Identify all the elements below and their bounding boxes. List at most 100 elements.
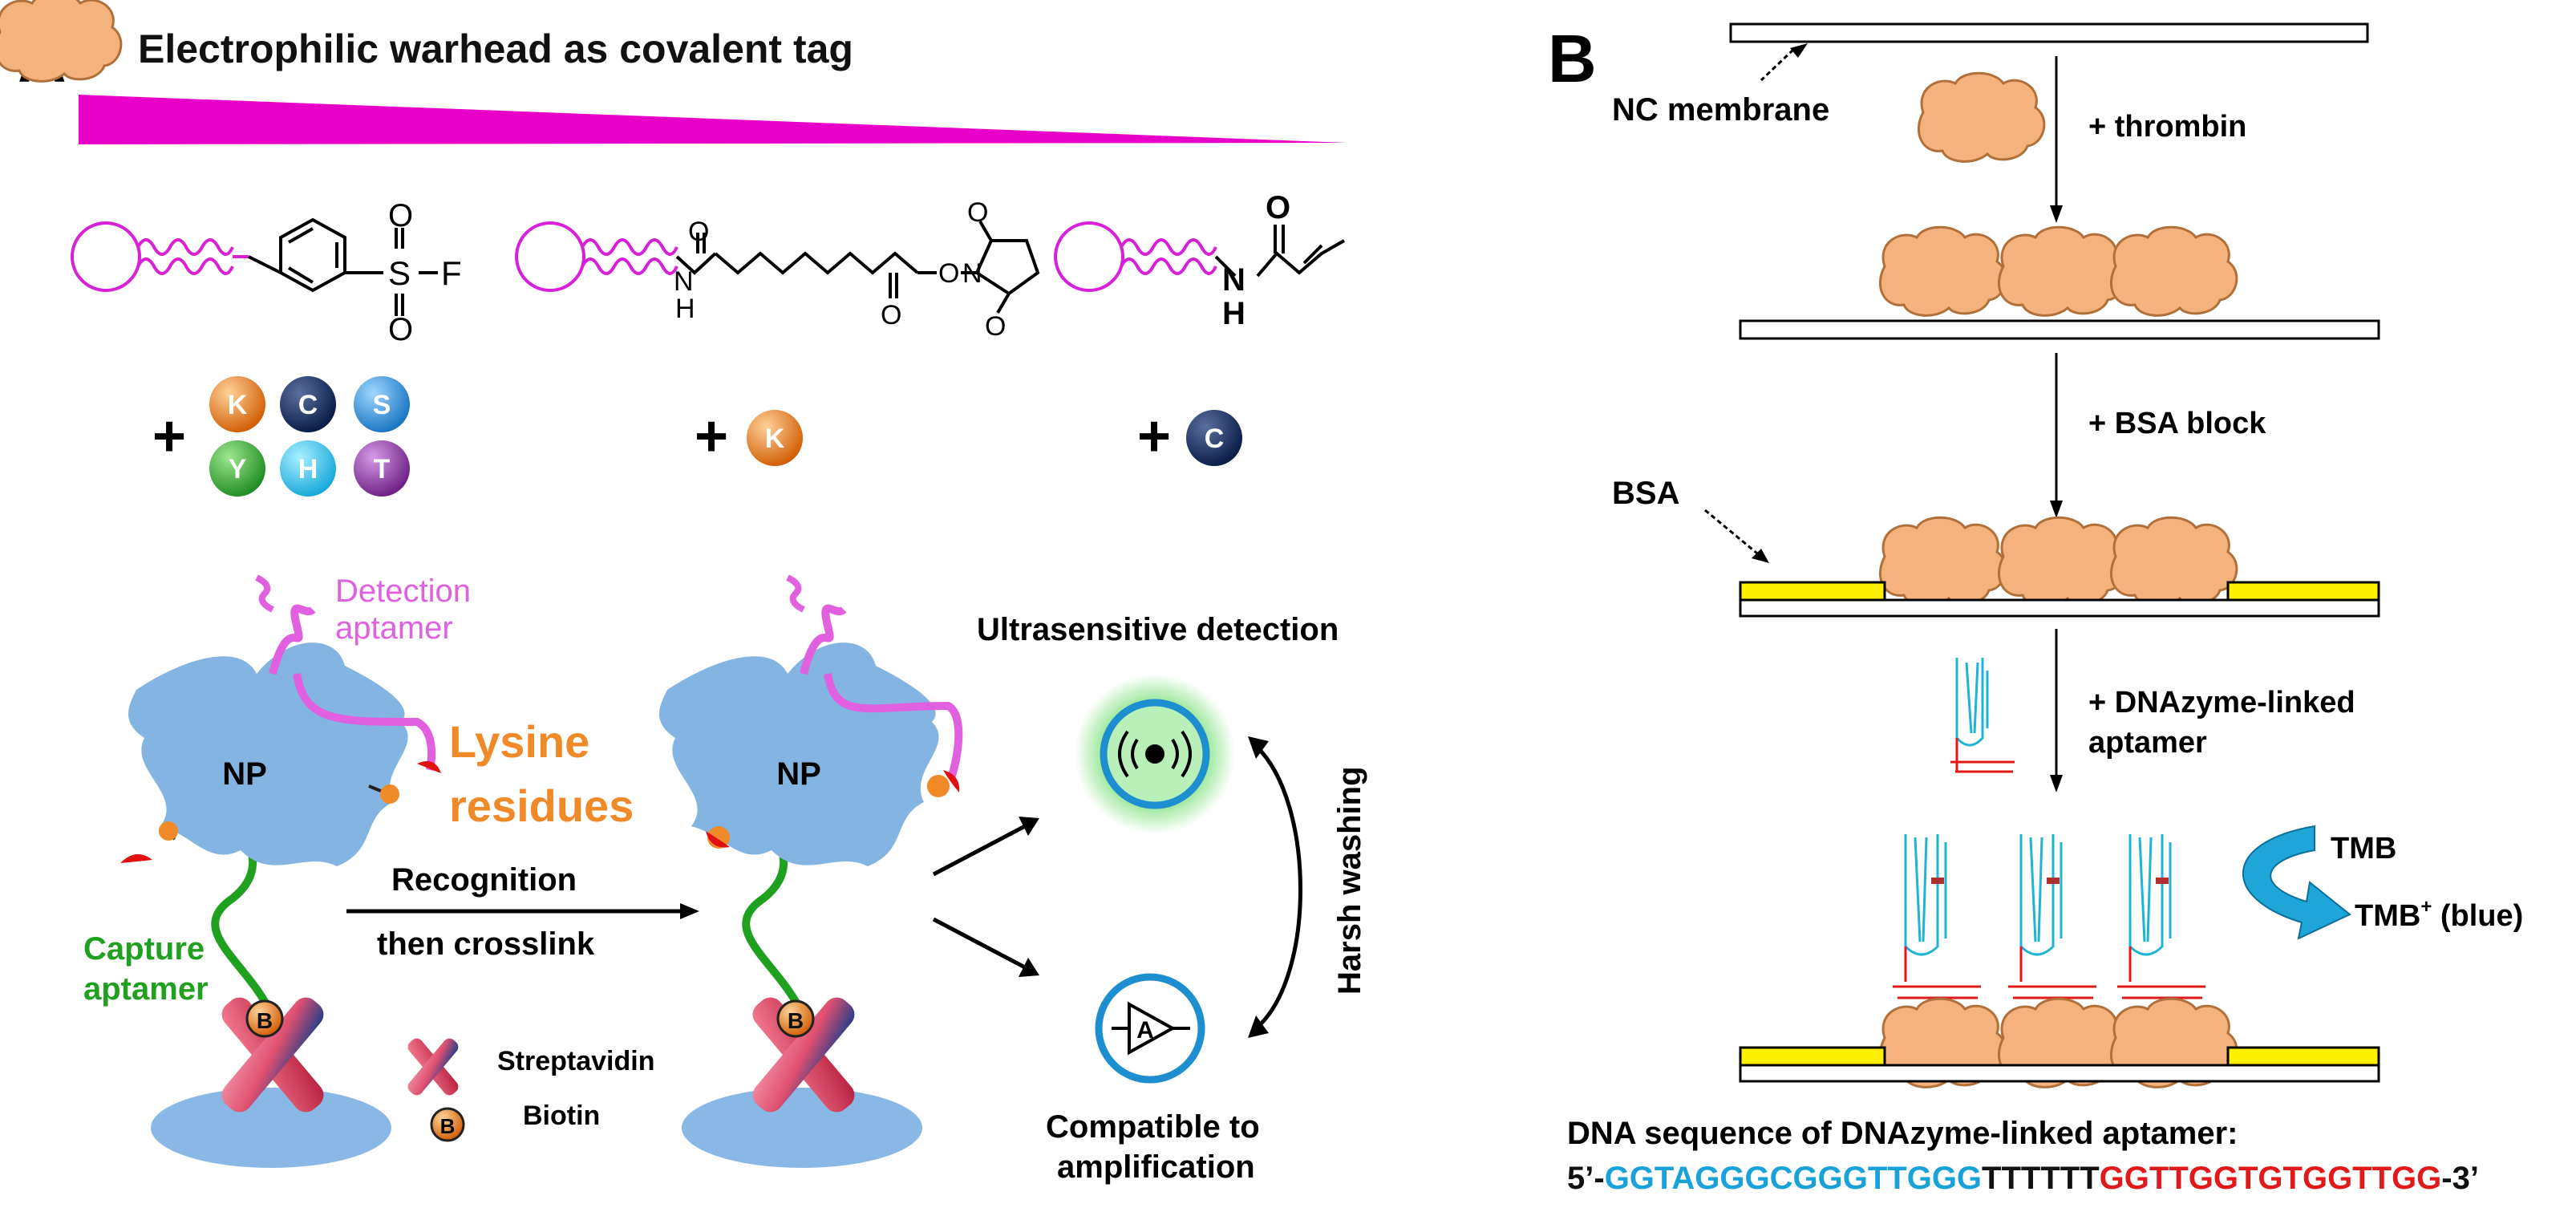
thrombin-icon [1997, 225, 2126, 317]
streptavidin-icon [752, 997, 855, 1113]
residue-letter: T [374, 454, 391, 484]
residue-letter: K [765, 424, 785, 454]
recognition-label: Recognition [391, 862, 577, 898]
streptavidin-legend-icon [407, 1038, 459, 1096]
residue-ball-y [209, 440, 265, 497]
benzene-ring-icon [248, 217, 438, 316]
crosslink-label: then crosslink [377, 926, 595, 962]
plus-sign: + [695, 404, 728, 468]
amplifier-icon: A [1095, 973, 1205, 1084]
warhead-icon [120, 853, 152, 863]
lysine-icon [159, 821, 178, 841]
legend: Streptavidin B Biotin [407, 1038, 654, 1142]
nc-membrane-label: NC membrane [1612, 92, 1829, 128]
reactivity-gradient-wedge [79, 95, 1347, 144]
nc-membrane-strip [1739, 598, 2380, 618]
warhead-sulfonyl-fluoride: S F O O + K C S Y H T [71, 198, 462, 497]
np-complex-before: B NP [120, 574, 441, 1168]
thrombin-icon [1917, 71, 2046, 163]
oxygen-atom-label: O [967, 197, 988, 228]
aptamer-hairpin-icon [1054, 221, 1217, 292]
step-thrombin-label: + thrombin [2088, 110, 2246, 144]
capture-aptamer-label: Capture [83, 931, 205, 967]
thrombin-icon [0, 0, 123, 83]
np-protein-shape [659, 642, 939, 866]
warhead-icon [417, 760, 441, 773]
branch-arrow-down [932, 917, 1027, 970]
warhead-nhs-ester: O N H O O N O O + K [515, 197, 1040, 468]
compatible-label: amplification [1057, 1149, 1255, 1185]
thrombin-icon [2109, 225, 2238, 317]
succinimide-ring [974, 239, 1040, 296]
np-label: NP [222, 756, 267, 792]
biotin-icon [776, 999, 815, 1038]
residue-letter: C [1205, 424, 1225, 454]
fluorine-atom-label: F [441, 254, 462, 292]
streptavidin-surface [682, 1088, 922, 1168]
biotin-letter: B [788, 1008, 804, 1033]
bound-dnazyme-aptamers [1893, 834, 2205, 999]
panel-a-title: Electrophilic warhead as covalent tag [138, 26, 853, 71]
thrombin-icon [2109, 516, 2238, 607]
hydrogen-atom-label: H [675, 294, 695, 324]
oxygen-atom-label: O [881, 300, 901, 330]
biotin-letter: B [440, 1114, 456, 1138]
aptamer-hairpin-icon [71, 221, 249, 292]
amplifier-letter: A [1136, 1017, 1154, 1044]
oxygen-atom-label: O [688, 217, 709, 247]
biotin-legend-icon [430, 1107, 465, 1142]
detection-aptamer-label: aptamer [335, 610, 453, 646]
nitrogen-atom-label: N [674, 266, 694, 297]
streptavidin-icon [221, 997, 324, 1113]
plus-sign: + [152, 404, 186, 468]
np-complex-after: B NP [659, 574, 963, 1168]
tmb-label: TMB [2331, 832, 2396, 865]
residue-ball-k [747, 410, 803, 466]
nc-membrane-strip [1729, 22, 2369, 43]
residue-ball-t [354, 440, 410, 497]
residue-letter: Y [229, 454, 247, 484]
np-label: NP [776, 756, 821, 792]
detection-aptamer-label: Detection [335, 574, 471, 609]
compatible-label: Compatible to [1046, 1109, 1260, 1145]
residue-letter: H [298, 454, 318, 484]
nc-membrane-strip [1739, 1064, 2380, 1083]
harsh-washing-arrow [1254, 744, 1302, 1030]
ultrasensitive-detection-label: Ultrasensitive detection [977, 612, 1339, 647]
biotin-icon [245, 999, 284, 1038]
oxygen-atom-label: O [938, 258, 959, 289]
tmb-plus-label: TMB+ (blue) [2355, 896, 2523, 933]
nitrogen-atom-label: N [962, 258, 982, 289]
warhead-icon [706, 831, 730, 848]
biotin-legend-label: Biotin [523, 1101, 600, 1131]
lysine-residues-label: Lysine [449, 716, 589, 767]
plus-sign: + [1137, 404, 1171, 468]
residue-balls-group: K C S Y H T [209, 376, 410, 497]
oxygen-atom-label: O [985, 311, 1006, 342]
bsa-label: BSA [1612, 476, 1679, 511]
dnazyme-aptamer-icon [1950, 658, 2015, 773]
nitrogen-atom-label: N [1222, 262, 1245, 298]
step-dnazyme-label: + DNAzyme-linked [2088, 686, 2355, 719]
residue-ball-c [280, 376, 336, 432]
bsa-block [2226, 581, 2380, 602]
capture-aptamer-label: aptamer [83, 971, 209, 1007]
residue-ball-c [1186, 410, 1242, 466]
step-bsa-label: + BSA block [2088, 407, 2266, 440]
detection-aptamer-strand [269, 604, 316, 675]
warhead-icon [943, 770, 960, 792]
oxygen-atom-label: O [388, 198, 413, 233]
aptamer-hairpin-icon [515, 221, 678, 292]
residue-ball-s [354, 376, 410, 432]
oxygen-atom-label: O [388, 312, 413, 347]
dna-sequence-title: DNA sequence of DNAzyme-linked aptamer: [1567, 1116, 2238, 1151]
streptavidin-legend-label: Streptavidin [497, 1046, 654, 1076]
nc-membrane-pointer [1760, 48, 1795, 82]
thrombin-icon [1997, 516, 2126, 607]
tmb-conversion-arrow [2242, 825, 2351, 940]
nc-membrane-strip [1739, 319, 2380, 340]
sulfur-atom-label: S [388, 254, 411, 292]
biotin-letter: B [257, 1008, 273, 1033]
oxygen-atom-label: O [1266, 190, 1290, 225]
